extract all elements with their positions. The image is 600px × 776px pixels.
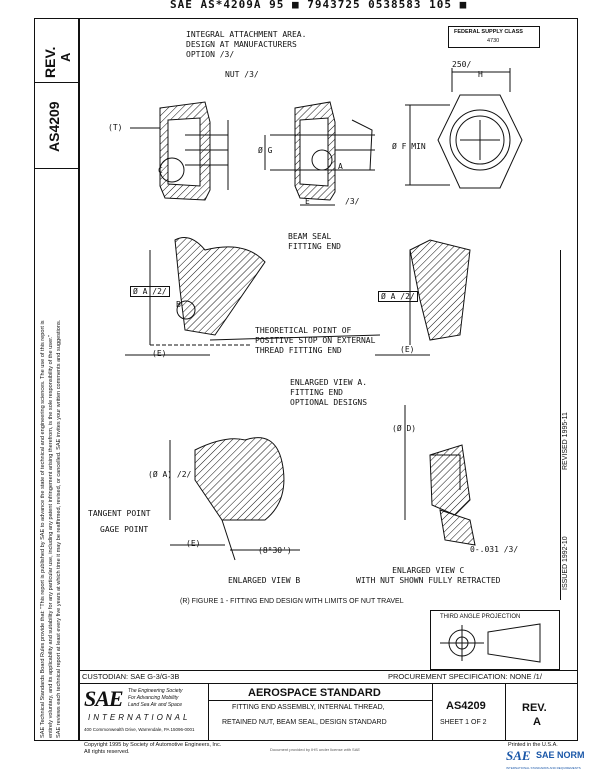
theoretical-point-note: THEORETICAL POINT OF POSITIVE STOP ON EX…: [255, 326, 376, 355]
integral-attachment-note: INTEGRAL ATTACHMENT AREA. DESIGN AT MANU…: [186, 30, 307, 59]
dia-a-paren: (Ø A) /2/: [148, 470, 192, 479]
dia-d-label: (Ø D): [392, 424, 417, 433]
hex-end-view: [405, 68, 523, 189]
figure-caption: (R) FIGURE 1 - FITTING END DESIGN WITH L…: [180, 598, 404, 605]
third-angle-label: THIRD ANGLE PROJECTION: [440, 614, 521, 620]
title-doc-number: AS4209: [446, 700, 486, 712]
dia-a-right: Ø A /2/: [378, 291, 418, 302]
third-angle-symbol: [440, 623, 541, 663]
page-frame: [34, 18, 578, 741]
beam-seal-note: BEAM SEAL FITTING END: [288, 232, 341, 251]
brand-name: SAE NORM: [536, 750, 585, 760]
angle-label: (8°30'): [258, 546, 292, 555]
e-dim-label: E: [305, 197, 310, 206]
logo-divider: [208, 683, 209, 741]
view-a-title: ENLARGED VIEW A. FITTING END OPTIONAL DE…: [290, 378, 368, 407]
dia-g-label: Ø G: [258, 146, 273, 155]
third-angle-box: [430, 610, 560, 670]
doc-number-divider: [432, 683, 433, 741]
federal-supply-label: FEDERAL SUPPLY CLASS: [454, 29, 523, 35]
society-line-1: The Engineering Society: [128, 688, 183, 694]
dia-f-min-label: Ø F MIN: [392, 142, 426, 151]
view-b-title: ENLARGED VIEW B: [228, 576, 301, 585]
sheet-label: SHEET 1 OF 2: [440, 719, 487, 726]
e-paren-b: (E): [186, 539, 201, 548]
assembly-left-view: [130, 101, 229, 201]
a-label: A: [338, 162, 343, 171]
federal-supply-box: [448, 26, 540, 48]
center-note: Document provided by IHS under license w…: [270, 747, 361, 752]
title-block-top-rule: [79, 670, 578, 671]
enlarged-view-a: [404, 405, 476, 546]
sae-logo: SAE: [84, 686, 124, 711]
rev-divider: [505, 683, 506, 741]
brand-mark: SAE: [506, 748, 531, 763]
nut-label: NUT /3/: [225, 70, 259, 79]
dia-a-left: Ø A /2/: [130, 286, 170, 297]
e-paren-left: (E): [152, 349, 167, 358]
printed-label: Printed in the U.S.A.: [508, 742, 558, 748]
society-line-3: Land Sea Air and Space: [128, 702, 183, 708]
assembly-middle-view: [264, 101, 375, 206]
view-c-title: ENLARGED VIEW C WITH NUT SHOWN FULLY RET…: [356, 566, 501, 585]
angle-250: 250/: [452, 60, 472, 69]
beam-seal-detail-left: [125, 237, 381, 356]
side-num-divider: [34, 168, 79, 169]
enlarged-view-b: [169, 437, 300, 561]
description-line-2: RETAINED NUT, BEAM SEAL, DESIGN STANDARD: [222, 719, 387, 726]
side-divider: [78, 18, 80, 741]
clearance-label: 0-.031 /3/: [470, 545, 519, 554]
procurement-label: PROCUREMENT SPECIFICATION: NONE /1/: [388, 672, 542, 681]
copyright-line-1: Copyright 1995 by Society of Automotive …: [84, 742, 222, 748]
tangent-point-label: TANGENT POINT: [88, 509, 151, 518]
c-label: C: [158, 166, 163, 175]
side-rev-divider: [34, 82, 79, 83]
standard-title: AEROSPACE STANDARD: [248, 687, 381, 699]
custodian-label: CUSTODIAN: SAE G-3/G-3B: [82, 672, 180, 681]
beam-seal-detail-right: [375, 239, 471, 356]
address-label: 400 Commonwealth Drive, Warrendale, PA 1…: [84, 727, 195, 732]
title-block-rule-2: [79, 683, 578, 684]
h-label: H: [478, 70, 483, 79]
society-line-2: For Advancing Mobility: [128, 695, 179, 701]
e-note: /3/: [345, 197, 360, 206]
standard-title-rule: [208, 700, 432, 701]
international-label: INTERNATIONAL: [88, 713, 191, 722]
b-label: B: [176, 300, 181, 309]
gage-point-label: GAGE POINT: [100, 525, 149, 534]
t-label: (T): [108, 123, 123, 132]
header-strip: SAE AS*4209A 95 ■ 7943725 0538583 105 ■: [170, 0, 468, 11]
title-rev-value: A: [533, 716, 541, 728]
federal-supply-value: 4730: [487, 38, 500, 44]
brand-tag: INTERNATIONAL STANDARDS AND REQUIREMENTS: [506, 766, 581, 770]
title-rev-label: REV.: [522, 702, 547, 714]
copyright-line-2: All rights reserved.: [84, 749, 130, 755]
right-strip-divider: [560, 250, 561, 600]
description-line-1: FITTING END ASSEMBLY, INTERNAL THREAD,: [232, 704, 385, 711]
e-paren-right: (E): [400, 345, 415, 354]
